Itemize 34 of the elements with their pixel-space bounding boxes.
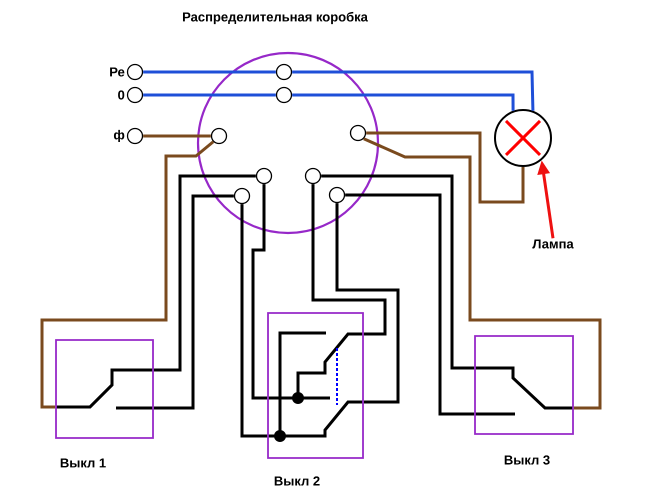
wire xyxy=(345,194,474,416)
terminal xyxy=(304,168,322,184)
title: Распределительная коробка xyxy=(182,12,368,24)
terminal-label: ф xyxy=(114,130,124,142)
switch-label: Выкл 3 xyxy=(504,455,550,465)
terminal xyxy=(234,188,250,204)
switch-label: Выкл 1 xyxy=(60,458,106,468)
wire xyxy=(143,94,276,96)
lamp-label: Лампа xyxy=(532,239,574,249)
wire xyxy=(143,70,276,74)
terminal xyxy=(350,124,366,142)
terminal-label: 0 xyxy=(118,90,124,100)
wire xyxy=(252,184,268,400)
terminal xyxy=(256,168,272,184)
wire xyxy=(154,194,234,410)
wire xyxy=(312,184,386,336)
terminal xyxy=(210,128,228,144)
wire xyxy=(363,137,602,410)
switch-label: Выкл 2 xyxy=(274,476,320,486)
junction-box xyxy=(196,52,380,234)
wire xyxy=(336,203,400,404)
wire xyxy=(292,70,534,111)
wire xyxy=(154,174,256,372)
wire xyxy=(366,132,524,204)
wire xyxy=(40,140,214,408)
lamp-symbol xyxy=(494,109,552,167)
terminal xyxy=(276,86,292,104)
wire xyxy=(292,94,515,111)
wire xyxy=(321,174,474,370)
terminal xyxy=(328,186,346,204)
terminal-label: Ре xyxy=(110,67,124,77)
wire xyxy=(143,134,211,138)
wire xyxy=(240,204,268,438)
terminal xyxy=(276,64,292,80)
